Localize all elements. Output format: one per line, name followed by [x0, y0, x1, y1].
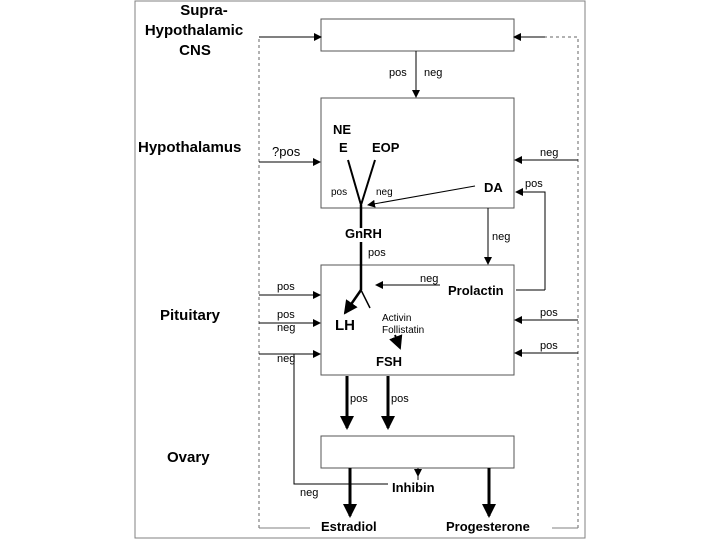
estradiol-label: Estradiol	[321, 519, 377, 534]
eop-label: EOP	[372, 140, 400, 155]
activin-label: Activin	[382, 313, 411, 324]
inhibin-neg-label: neg	[300, 487, 318, 499]
stage-supra-line1: Supra-	[180, 2, 228, 19]
right-pos-label-1: pos	[540, 307, 558, 319]
fsh-label: FSH	[376, 354, 402, 369]
ne-label-1: NE	[333, 122, 351, 137]
dashed-right-feedback	[516, 36, 579, 528]
right-pos-da-label: pos	[525, 178, 543, 190]
supra-box	[320, 18, 515, 52]
prolactin-neg-label: neg	[420, 273, 438, 285]
qpos-label: ?pos	[272, 144, 301, 159]
gnrh-convergence	[347, 159, 376, 209]
inhibin-feedback-line	[293, 353, 388, 485]
eop-neg-label: neg	[376, 187, 393, 198]
right-pos-label-2: pos	[540, 340, 558, 352]
da-label: DA	[484, 180, 503, 195]
left-pos-label-1: pos	[277, 281, 295, 293]
stage-ovary: Ovary	[167, 449, 210, 466]
fsh-arrow	[389, 334, 403, 350]
outer-frame	[134, 0, 586, 539]
gnrh-label: GnRH	[345, 226, 382, 241]
prolactin-to-da-arrow	[515, 188, 546, 290]
da-inhibit-arrow	[367, 185, 476, 208]
stage-supra-line2: Hypothalamic	[145, 22, 243, 39]
ovary-pos-label-1: pos	[350, 393, 368, 405]
prolactin-label: Prolactin	[448, 283, 504, 298]
stage-pituitary: Pituitary	[160, 307, 221, 324]
lh-label: LH	[335, 317, 355, 334]
inhibin-label: Inhibin	[392, 480, 435, 495]
left-neg-label-3: neg	[277, 353, 295, 365]
da-neg-label: neg	[492, 231, 510, 243]
stage-hypothalamus: Hypothalamus	[138, 139, 241, 156]
gnrh-to-fsh-branch	[360, 289, 371, 309]
supra-neg-label: neg	[424, 67, 442, 79]
ovary-box	[320, 435, 515, 469]
ovary-pos-label-2: pos	[391, 393, 409, 405]
right-neg-hypo-label: neg	[540, 147, 558, 159]
left-neg-label-2: neg	[277, 322, 295, 334]
ne-pos-label: pos	[331, 187, 347, 198]
ne-label-2: E	[339, 140, 348, 155]
left-pos-label-2: pos	[277, 309, 295, 321]
progesterone-label: Progesterone	[446, 519, 530, 534]
hypothalamus-box	[320, 97, 515, 209]
supra-pos-label: pos	[389, 67, 407, 79]
gnrh-pos-label: pos	[368, 247, 386, 259]
gnrh-to-lh-arrow	[343, 289, 363, 315]
stage-supra-line3: CNS	[179, 42, 211, 59]
follistatin-label: Follistatin	[382, 325, 424, 336]
